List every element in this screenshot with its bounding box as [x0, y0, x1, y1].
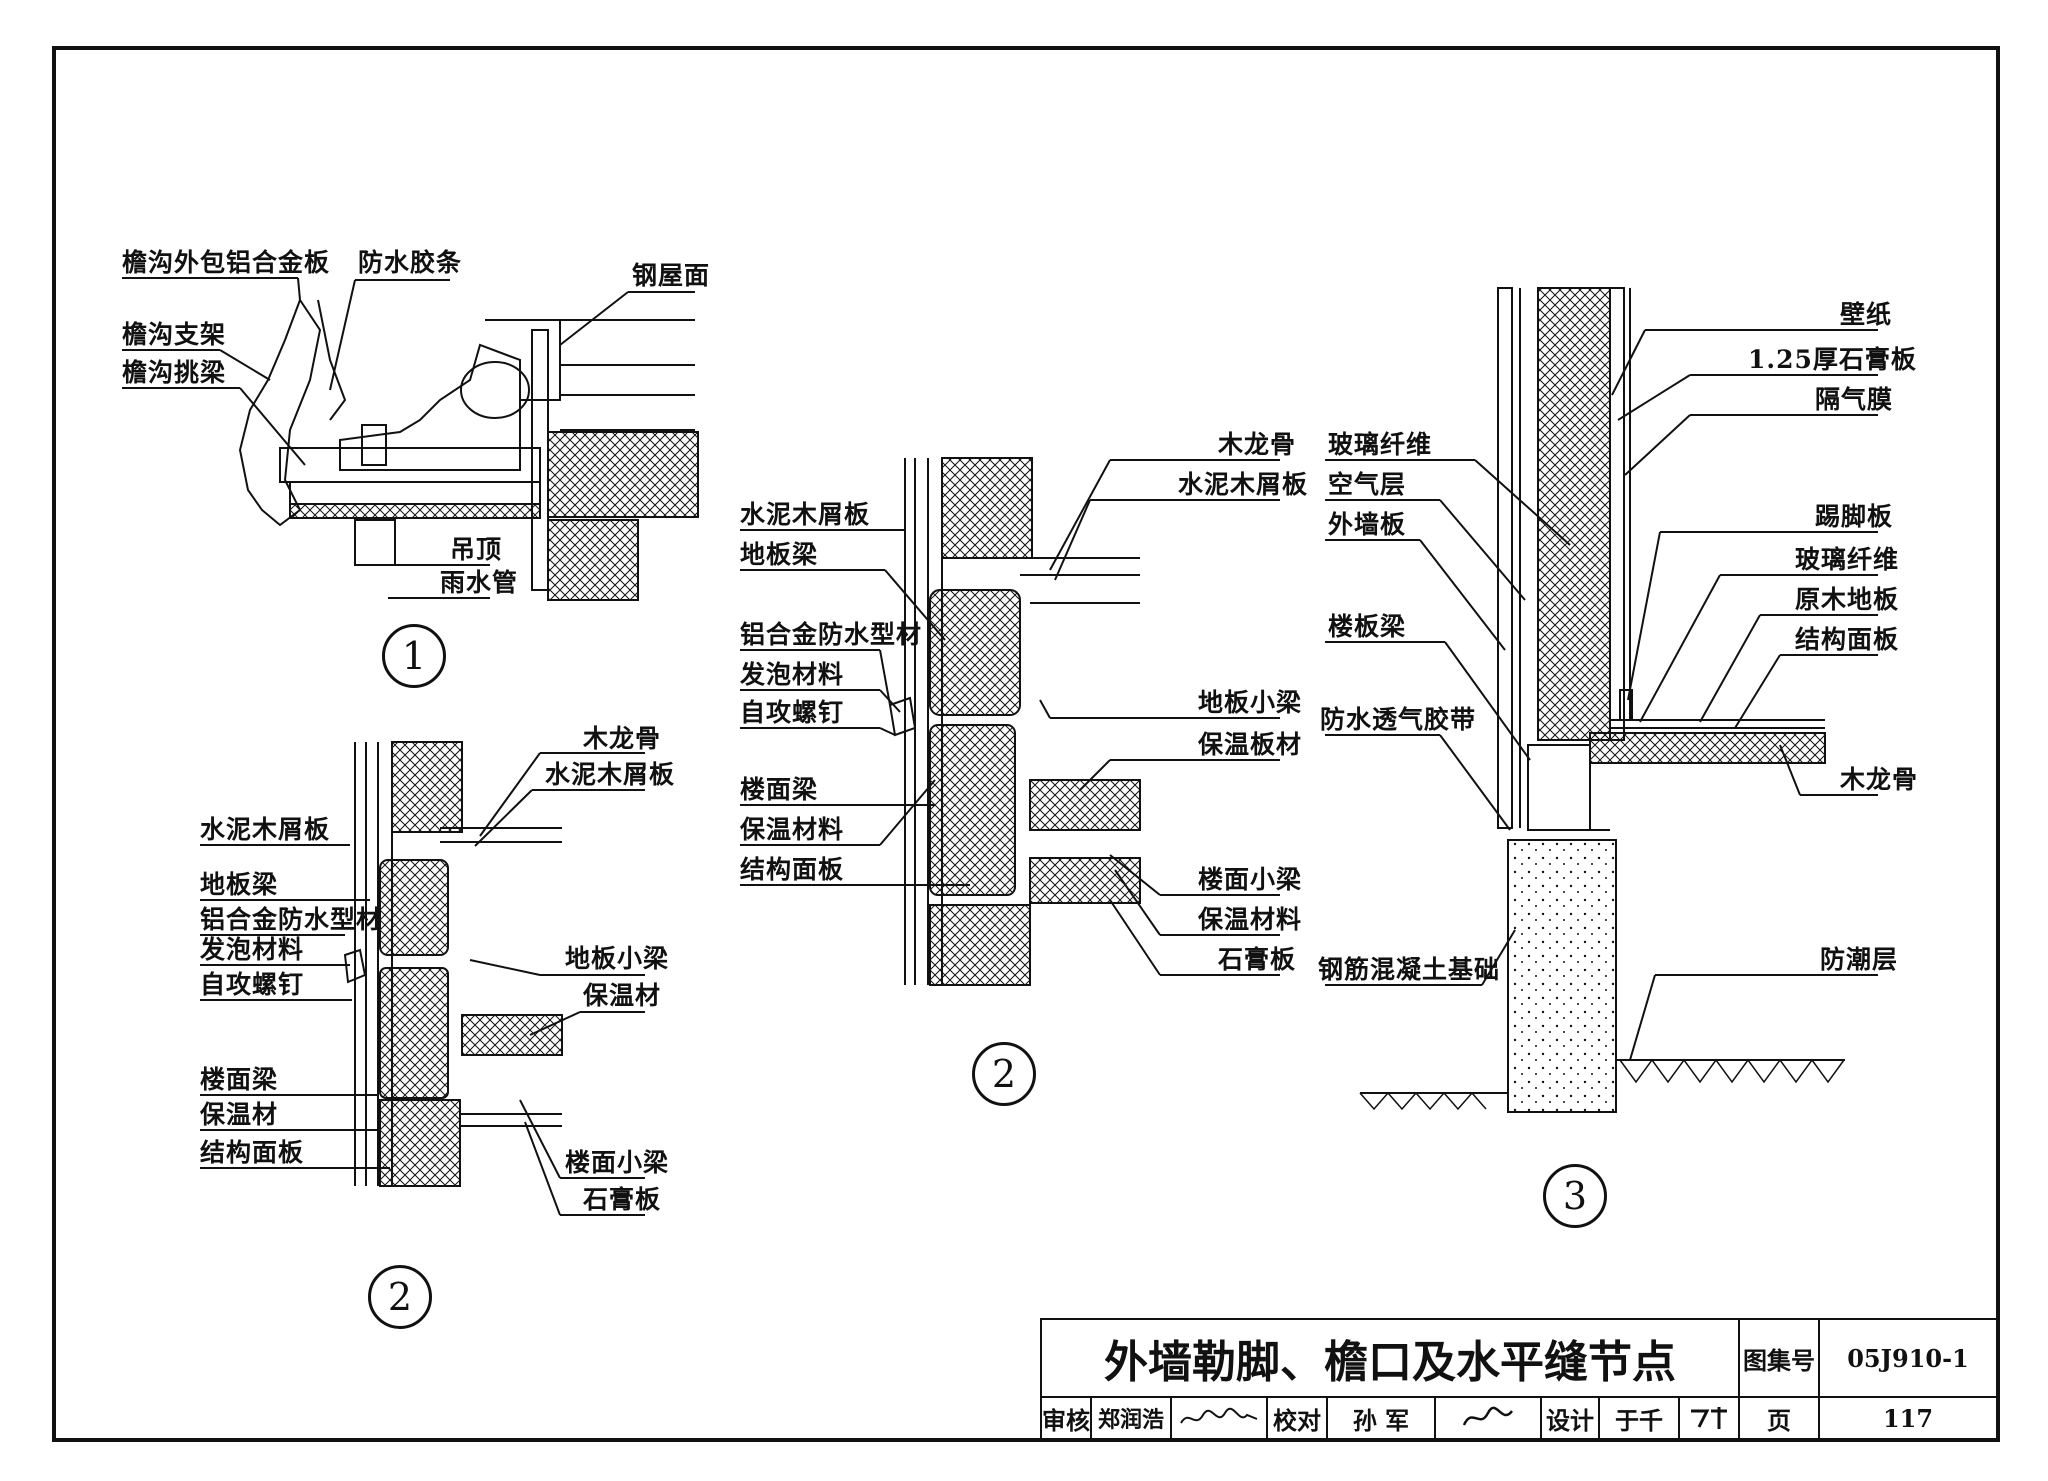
- label-3-glass-fiber-l: 玻璃纤维: [1328, 430, 1433, 459]
- checker-signature: [1434, 1396, 1542, 1440]
- label-gutter-bracket: 檐沟支架: [122, 320, 227, 349]
- label-3-structural-panel: 结构面板: [1795, 625, 1900, 654]
- label-2b-floor-beam: 地板梁: [740, 540, 819, 569]
- label-2b-screw: 自攻螺钉: [740, 698, 845, 727]
- label-2a-cement-board-r: 水泥木屑板: [545, 760, 676, 789]
- label-2b-floor-joist: 地板小梁: [1198, 688, 1303, 717]
- designer-signature: [1678, 1396, 1740, 1440]
- label-3-gypsum-125: 1.25厚石膏板: [1748, 345, 1917, 374]
- label-3-wood-joist: 木龙骨: [1840, 765, 1919, 794]
- label-2a-aluminum-profile: 铝合金防水型材: [200, 905, 383, 934]
- label-gutter-beam: 檐沟挑梁: [122, 358, 227, 387]
- label-2b-gypsum: 石膏板: [1218, 945, 1297, 974]
- label-2b-insulation-material: 保温材料: [1198, 905, 1303, 934]
- label-3-vapor-barrier: 隔气膜: [1815, 385, 1894, 414]
- check-label: 校对: [1266, 1396, 1328, 1440]
- label-2a-floor-small-beam: 楼面小梁: [565, 1148, 670, 1177]
- label-2a-structural-panel: 结构面板: [200, 1138, 305, 1167]
- reviewer-signature: [1170, 1396, 1268, 1440]
- detail-number-2a: 2: [368, 1265, 432, 1329]
- detail-number-3: 3: [1543, 1164, 1607, 1228]
- detail-3-drawing: [1325, 287, 1878, 1113]
- label-3-exterior-panel: 外墙板: [1328, 510, 1407, 539]
- page-label: 页: [1738, 1396, 1820, 1440]
- title-block: 外墙勒脚、檐口及水平缝节点 图集号 05J910-1 审核 郑润浩 校对 孙 军…: [1040, 1318, 1998, 1440]
- detail-2a-drawing: [200, 741, 645, 1216]
- label-3-wallpaper: 壁纸: [1840, 300, 1893, 329]
- page-number: 117: [1818, 1396, 1998, 1440]
- label-2a-cement-board-l: 水泥木屑板: [200, 815, 331, 844]
- label-ceiling: 吊顶: [450, 535, 503, 564]
- label-2b-foam: 发泡材料: [740, 660, 845, 689]
- checker-name: 孙 军: [1326, 1396, 1436, 1440]
- label-steel-roof: 钢屋面: [632, 261, 711, 290]
- label-3-rc-foundation: 钢筋混凝土基础: [1318, 955, 1501, 984]
- detail-number-1: 1: [382, 624, 446, 688]
- label-2b-cement-board-l: 水泥木屑板: [740, 500, 871, 529]
- label-3-air-layer: 空气层: [1328, 470, 1407, 499]
- label-3-slab-beam: 楼板梁: [1328, 612, 1407, 641]
- design-label: 设计: [1540, 1396, 1600, 1440]
- label-2a-floor-joist: 地板小梁: [565, 944, 670, 973]
- label-3-breathable-tape: 防水透气胶带: [1320, 705, 1477, 734]
- label-2a-gypsum: 石膏板: [583, 1185, 662, 1214]
- label-2b-wood-joist: 木龙骨: [1218, 430, 1297, 459]
- label-3-wood-floor: 原木地板: [1795, 585, 1900, 614]
- label-downpipe: 雨水管: [440, 568, 519, 597]
- label-2b-structural-panel: 结构面板: [740, 855, 845, 884]
- label-2a-foam: 发泡材料: [200, 935, 305, 964]
- label-2a-insulation-r: 保温材: [583, 981, 662, 1010]
- designer-name: 于千: [1598, 1396, 1680, 1440]
- label-2b-cement-board-r: 水泥木屑板: [1178, 470, 1309, 499]
- label-2a-wood-joist: 木龙骨: [583, 724, 662, 753]
- label-3-skirting: 踢脚板: [1815, 502, 1894, 531]
- label-2b-slab-beam: 楼面梁: [740, 775, 819, 804]
- label-2b-insulation-l: 保温材料: [740, 815, 845, 844]
- detail-1-drawing: [122, 277, 699, 601]
- review-label: 审核: [1040, 1396, 1092, 1440]
- label-2a-screw: 自攻螺钉: [200, 970, 305, 999]
- label-3-damp-proof: 防潮层: [1820, 945, 1899, 974]
- drawing-title: 外墙勒脚、檐口及水平缝节点: [1040, 1318, 1740, 1398]
- atlas-number: 05J910-1: [1818, 1318, 1998, 1398]
- label-2b-floor-small-beam: 楼面小梁: [1198, 865, 1303, 894]
- label-2b-aluminum-profile: 铝合金防水型材: [740, 620, 923, 649]
- label-3-glass-fiber-r: 玻璃纤维: [1795, 545, 1900, 574]
- label-2a-floor-beam: 地板梁: [200, 870, 279, 899]
- drawing-frame: [52, 46, 2000, 1442]
- label-2a-insulation-l: 保温材: [200, 1100, 279, 1129]
- atlas-label: 图集号: [1738, 1318, 1820, 1398]
- detail-2b-drawing: [740, 457, 1280, 986]
- label-gutter-aluminum-cover: 檐沟外包铝合金板: [122, 248, 331, 277]
- reviewer-name: 郑润浩: [1090, 1396, 1172, 1440]
- detail-number-2b: 2: [972, 1042, 1036, 1106]
- label-2b-insulation-board: 保温板材: [1198, 730, 1303, 759]
- label-waterproof-strip: 防水胶条: [358, 248, 463, 277]
- label-2a-slab-beam: 楼面梁: [200, 1065, 279, 1094]
